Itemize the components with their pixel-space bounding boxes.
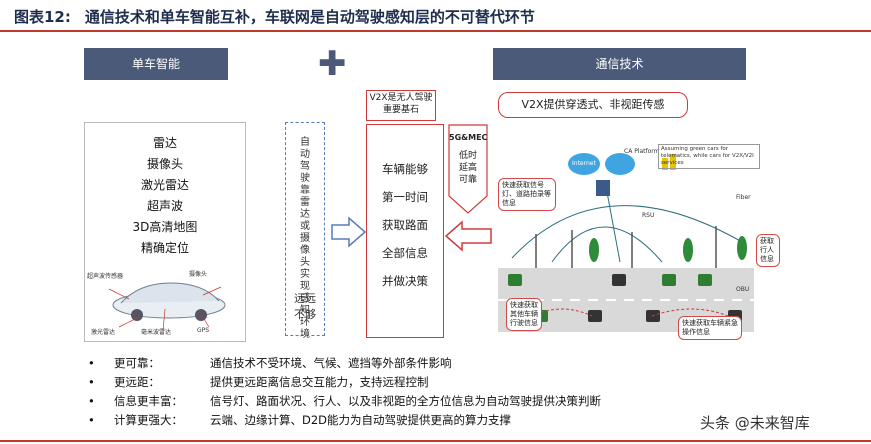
- left-header: 单车智能: [84, 48, 228, 80]
- bullet-row: • 更远距： 提供更远距离信息交互能力，支持远程控制: [88, 374, 429, 390]
- v2x-scene: Internet CA Platform Assuming green cars…: [492, 122, 790, 344]
- perception-limit-text: 自动驾驶靠雷达或摄像头实现感知环境: [300, 137, 310, 340]
- benefit-line: 第一时间: [382, 190, 428, 204]
- bullet-icon: •: [88, 413, 95, 427]
- bullet-key: 信息更丰富：: [114, 394, 183, 408]
- bullet-key: 更远距：: [114, 375, 160, 389]
- car-label: 毫米波雷达: [141, 329, 172, 336]
- benefit-line: 并做决策: [382, 274, 428, 288]
- sensor-item: 雷达: [152, 136, 177, 150]
- top-rule: [0, 30, 871, 32]
- bullet-icon: •: [88, 375, 95, 389]
- assumption-note: Assuming green cars for telematics, whil…: [658, 144, 760, 169]
- bullet-value: 云端、边缘计算、D2D能力为自动驾驶提供更高的算力支撑: [210, 413, 512, 427]
- pedestrian-info-note: 获取行人信息: [756, 234, 780, 267]
- fivemec-arrow-shape: [448, 124, 488, 214]
- sensor-item: 3D高清地图: [132, 220, 198, 234]
- fivemec-text: 低时延高可靠: [458, 151, 477, 185]
- benefit-line: 获取路面: [382, 218, 428, 232]
- plus-icon: ✚: [318, 44, 347, 84]
- v2x-benefit-box: 车辆能够 第一时间 获取路面 全部信息 并做决策: [366, 124, 444, 338]
- bullet-icon: •: [88, 356, 95, 370]
- signal-info-note: 快速获取信号灯、道路拍录等信息: [498, 178, 556, 211]
- bullet-row: • 计算更强大： 云端、边缘计算、D2D能力为自动驾驶提供更高的算力支撑: [88, 412, 511, 428]
- watermark: 头条 @未来智库: [700, 414, 810, 432]
- rsu-label: RSU: [642, 212, 655, 219]
- obu-label: OBU: [736, 286, 750, 293]
- arrow-left-icon: [444, 220, 492, 252]
- sensor-item: 激光雷达: [140, 178, 189, 192]
- benefit-line: 车辆能够: [382, 162, 428, 176]
- bullet-row: • 更可靠： 通信技术不受环境、气候、遮挡等外部条件影响: [88, 355, 452, 371]
- v2x-banner: V2X提供穿透式、非视距传感: [498, 92, 688, 118]
- sensor-item: 精确定位: [140, 241, 189, 255]
- bullet-key: 更可靠：: [114, 356, 160, 370]
- arrow-right-icon: [331, 216, 367, 248]
- car-label: 超声波传感器: [87, 273, 124, 280]
- internet-label: Internet: [572, 160, 596, 167]
- right-header: 通信技术: [493, 48, 746, 80]
- not-enough-text: 远远不够: [294, 292, 316, 321]
- figure-number: 图表12:: [14, 8, 71, 26]
- benefit-line: 全部信息: [382, 246, 428, 260]
- ca-platform-label: CA Platform: [624, 148, 660, 155]
- bottom-rule: [0, 440, 871, 442]
- bullet-value: 信号灯、路面状况、行人、以及非视距的全方位信息为自动驾驶提供决策判断: [210, 394, 601, 408]
- emergency-info-note: 快速获取车辆紧急操作信息: [678, 316, 742, 340]
- figure-title: 图表12: 通信技术和单车智能互补，车联网是自动驾驶感知层的不可替代环节: [14, 6, 535, 27]
- bullet-value: 提供更远距离信息交互能力，支持远程控制: [210, 375, 429, 389]
- perception-limit-box: 自动驾驶靠雷达或摄像头实现感知环境 远远不够: [285, 122, 325, 340]
- bullet-icon: •: [88, 394, 95, 408]
- bullet-value: 通信技术不受环境、气候、遮挡等外部条件影响: [210, 356, 452, 370]
- sensor-panel: 雷达 摄像头 激光雷达 超声波 3D高清地图 精确定位 超声波传感器 摄像头 激…: [84, 122, 246, 342]
- car-sensor-illustration: [108, 282, 226, 332]
- figure-title-text: 通信技术和单车智能互补，车联网是自动驾驶感知层的不可替代环节: [84, 8, 535, 26]
- v2x-cornerstone-box: V2X是无人驾驶重要基石: [366, 90, 436, 121]
- fivemec-label: 5G&MEC: [449, 133, 488, 142]
- car-label: 激光雷达: [91, 329, 116, 336]
- sensor-item: 摄像头: [146, 157, 183, 171]
- car-label: 摄像头: [189, 271, 208, 278]
- bullet-row: • 信息更丰富： 信号灯、路面状况、行人、以及非视距的全方位信息为自动驾驶提供决策判…: [88, 393, 601, 409]
- bullet-key: 计算更强大：: [114, 413, 183, 427]
- fiber-label: Fiber: [736, 194, 751, 201]
- car-label: GPS: [197, 327, 210, 334]
- vehicle-info-note: 快速获取其他车辆行驶信息: [506, 298, 542, 331]
- sensor-item: 超声波: [146, 199, 183, 213]
